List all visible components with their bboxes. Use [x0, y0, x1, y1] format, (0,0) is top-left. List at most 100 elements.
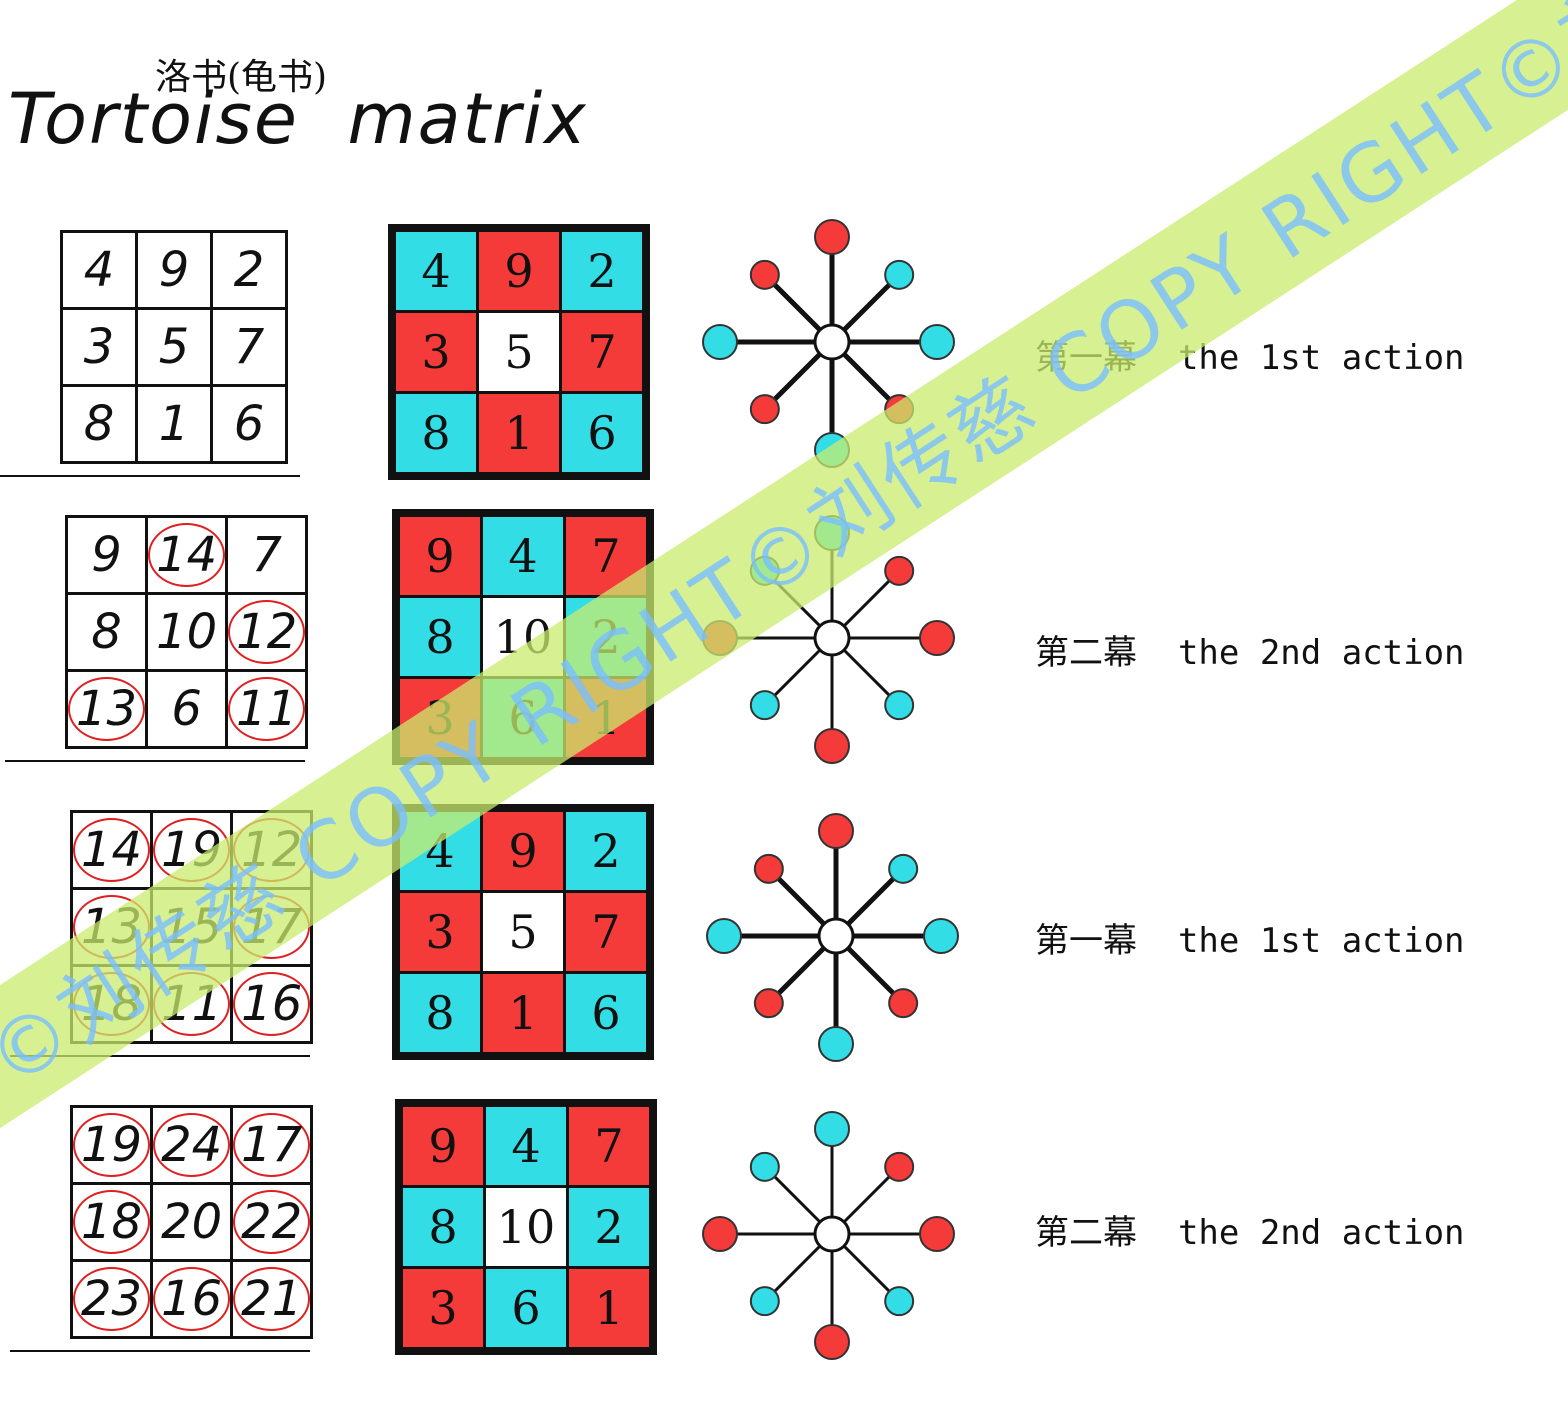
hand-grid-number: 5	[158, 319, 190, 375]
star-node-cyan	[702, 324, 738, 360]
title-english: Tortoise matrix	[8, 78, 588, 160]
caption-english: the 1st action	[1177, 338, 1465, 378]
star-node-red	[919, 1216, 955, 1252]
hand-grid-cell: 8	[60, 384, 138, 464]
colored-cell: 4	[483, 517, 563, 595]
hand-grid-cell: 1	[135, 384, 213, 464]
row-underline	[10, 1055, 310, 1057]
hand-grid-cell: 16	[230, 964, 314, 1044]
caption-english: the 2nd action	[1177, 1213, 1465, 1253]
colored-cell: 1	[483, 974, 563, 1052]
hand-grid-number: 9	[158, 242, 190, 298]
star-node-red	[814, 728, 850, 764]
star-node-red	[884, 1151, 915, 1182]
row-caption: 第一幕 the 1st action	[1035, 913, 1465, 962]
colored-cell: 9	[403, 1107, 483, 1185]
hand-grid-number: 6	[233, 396, 265, 452]
hand-grid-cell: 24	[150, 1105, 234, 1185]
hand-grid-cell: 8	[64, 592, 149, 672]
hand-grid-number: 23	[73, 1267, 151, 1331]
hand-grid-cell: 2	[210, 230, 288, 310]
star-node-cyan	[884, 1286, 915, 1317]
colored-cell: 5	[479, 313, 559, 391]
colored-cell: 2	[569, 1188, 649, 1266]
star-node-cyan	[814, 1111, 850, 1147]
caption-chinese: 第二幕	[1035, 1213, 1137, 1253]
hand-grid-number: 7	[251, 527, 282, 583]
hand-grid-number: 21	[233, 1267, 311, 1331]
hand-grid-number: 14	[148, 523, 226, 587]
hand-grid-cell: 7	[225, 515, 309, 595]
hand-grid-number: 24	[153, 1113, 231, 1177]
hand-grid-number: 19	[73, 1113, 151, 1177]
star-node-cyan	[749, 1286, 780, 1317]
hand-grid-cell: 14	[145, 515, 229, 595]
colored-cell: 1	[479, 394, 559, 472]
colored-cell: 2	[566, 812, 646, 890]
hand-grid-number: 8	[83, 396, 115, 452]
colored-cell: 6	[566, 974, 646, 1052]
star-node-cyan	[818, 1026, 854, 1062]
star-node-cyan	[749, 690, 780, 721]
star-node-cyan	[884, 259, 915, 290]
star-node-red	[702, 1216, 738, 1252]
hand-grid-cell: 19	[69, 1105, 154, 1185]
colored-cell: 3	[400, 893, 480, 971]
star-node-red	[753, 988, 784, 1019]
eight-spoke-star-diagram	[706, 813, 959, 1062]
star-node-cyan	[923, 918, 959, 954]
hand-grid-cell: 4	[60, 230, 138, 310]
hand-grid-cell: 20	[150, 1182, 234, 1262]
hand-grid-number: 16	[233, 972, 311, 1036]
hand-grid-number: 2	[233, 242, 265, 298]
hand-grid-number: 12	[228, 600, 306, 664]
colored-cell: 7	[566, 893, 646, 971]
row-caption: 第二幕 the 2nd action	[1035, 625, 1465, 674]
hand-grid-number: 11	[228, 677, 306, 741]
hand-grid-number: 16	[153, 1267, 231, 1331]
hand-grid-number: 7	[233, 319, 265, 375]
star-center-node	[817, 917, 855, 955]
row-underline	[0, 475, 300, 477]
row-underline	[10, 1350, 310, 1352]
colored-cell: 4	[486, 1107, 566, 1185]
colored-cell: 8	[400, 598, 480, 676]
star-node-cyan	[919, 324, 955, 360]
hand-grid-number: 4	[83, 242, 115, 298]
star-node-red	[818, 813, 854, 849]
colored-cell: 8	[403, 1188, 483, 1266]
colored-cell: 4	[396, 232, 476, 310]
hand-grid-cell: 14	[69, 810, 154, 890]
colored-cell: 9	[479, 232, 559, 310]
hand-grid-cell: 3	[60, 307, 138, 387]
title-chinese: 洛书(龟书)	[155, 57, 328, 98]
star-node-cyan	[749, 1151, 780, 1182]
colored-cell: 3	[396, 313, 476, 391]
star-node-red	[749, 259, 780, 290]
hand-grid-cell: 17	[230, 1105, 314, 1185]
colored-cell: 7	[569, 1107, 649, 1185]
hand-grid-number: 8	[91, 604, 122, 660]
colored-cell: 8	[400, 974, 480, 1052]
colored-cell: 6	[562, 394, 642, 472]
hand-grid-cell: 6	[210, 384, 288, 464]
colored-cell: 6	[486, 1269, 566, 1347]
hand-grid-cell: 21	[230, 1259, 314, 1339]
star-center-node	[813, 1215, 851, 1253]
caption-chinese: 第一幕	[1035, 921, 1137, 961]
eight-spoke-star-diagram	[702, 1111, 955, 1360]
hand-grid-number: 13	[68, 677, 146, 741]
hand-grid-number: 6	[171, 681, 202, 737]
hand-grid-number: 10	[156, 604, 218, 660]
hand-grid-number: 17	[233, 1113, 311, 1177]
hand-grid-cell: 5	[135, 307, 213, 387]
star-node-red	[919, 620, 955, 656]
hand-grid-number: 22	[233, 1190, 311, 1254]
colored-cell: 5	[483, 893, 563, 971]
caption-english: the 2nd action	[1177, 633, 1465, 673]
row-underline	[5, 760, 305, 762]
